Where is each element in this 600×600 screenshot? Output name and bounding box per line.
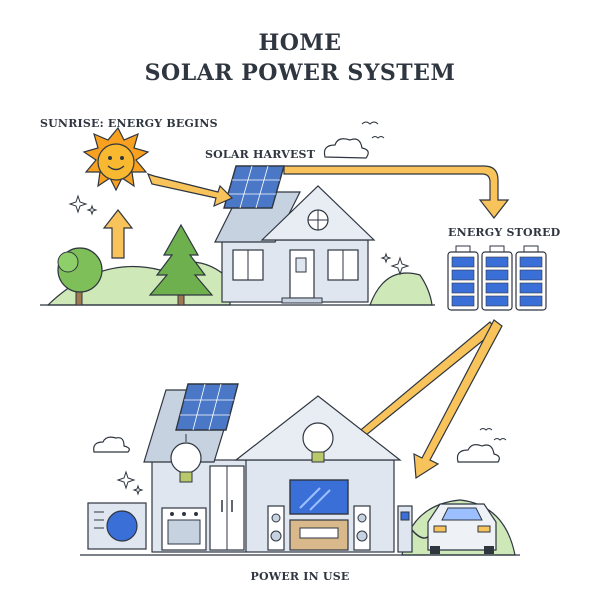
sparkle-icon xyxy=(68,194,410,276)
battery-charge-bar xyxy=(485,282,509,294)
top-house xyxy=(214,185,376,304)
battery-charge-bar xyxy=(485,295,509,307)
label-energy-stored: ENERGY STORED xyxy=(448,226,561,239)
battery-charge-bar xyxy=(519,256,543,268)
battery-charge-bar xyxy=(451,295,475,307)
pine-tree xyxy=(148,223,214,306)
round-tree xyxy=(57,247,103,306)
cloud-icon xyxy=(323,121,385,159)
sparkle-icon xyxy=(116,470,144,496)
air-conditioner xyxy=(87,502,147,550)
title-solar-power-system: SOLAR POWER SYSTEM xyxy=(144,60,456,86)
label-sunrise: SUNRISE: ENERGY BEGINS xyxy=(40,117,218,130)
battery-charge-bar xyxy=(485,269,509,281)
battery-charge-bar xyxy=(519,269,543,281)
battery-charge-bar xyxy=(451,269,475,281)
speaker xyxy=(353,505,371,551)
arrow-up xyxy=(102,209,134,259)
stove xyxy=(161,507,207,551)
label-solar-harvest: SOLAR HARVEST xyxy=(205,148,316,161)
battery-bank xyxy=(447,245,547,311)
sun-icon xyxy=(82,126,150,192)
tv-cabinet xyxy=(289,519,349,551)
lightbulb-icon xyxy=(170,434,202,483)
ev-charger xyxy=(397,505,433,553)
lightbulb-icon xyxy=(302,422,334,463)
electric-car xyxy=(427,503,497,554)
arrow-storage-to-car xyxy=(413,319,503,480)
battery-cap xyxy=(455,245,471,253)
battery-charge-bar xyxy=(519,295,543,307)
battery-charge-bar xyxy=(451,282,475,294)
battery-cap xyxy=(489,245,505,253)
speaker xyxy=(267,505,285,551)
cloud-icon xyxy=(93,428,507,463)
television xyxy=(289,479,349,515)
battery-charge-bar xyxy=(485,256,509,268)
arrow-sun-to-panel xyxy=(146,173,234,208)
arrow-panel-to-storage xyxy=(283,165,510,219)
battery-charge-bar xyxy=(451,256,475,268)
battery-charge-bar xyxy=(519,282,543,294)
fridge xyxy=(209,465,245,551)
battery-cap xyxy=(523,245,539,253)
solar-panel-bottom xyxy=(175,383,239,431)
title-home: HOME xyxy=(258,30,342,56)
label-power-in-use: POWER IN USE xyxy=(250,570,350,583)
